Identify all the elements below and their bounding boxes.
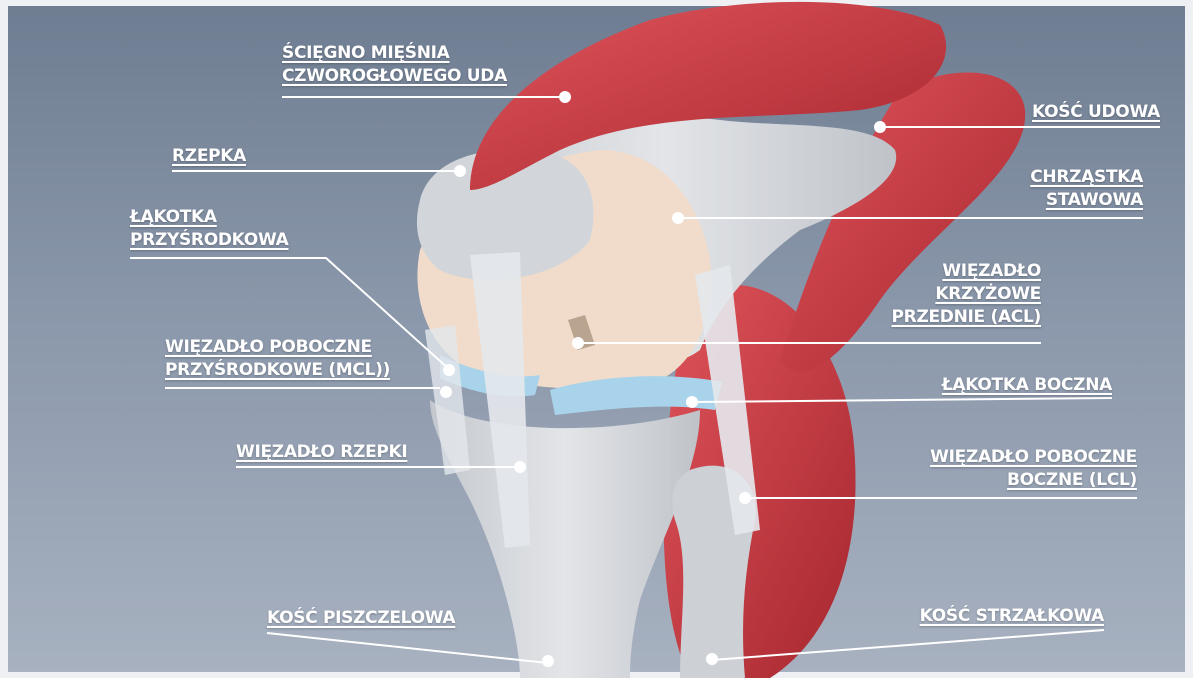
label-patellar-ligament: WIĘZADŁO RZEPKI bbox=[236, 441, 407, 464]
label-articular-cartilage: CHRZĄSTKA STAWOWA bbox=[1030, 166, 1143, 212]
label-fibula: KOŚĆ STRZAŁKOWA bbox=[920, 605, 1104, 628]
label-lcl: WIĘZADŁO POBOCZNE BOCZNE (LCL) bbox=[930, 446, 1137, 492]
label-medial-meniscus: ŁĄKOTKA PRZYŚRODKOWA bbox=[130, 206, 289, 252]
label-acl: WIĘZADŁO KRZYŻOWE PRZEDNIE (ACL) bbox=[892, 260, 1042, 329]
label-tibia: KOŚĆ PISZCZELOWA bbox=[267, 607, 455, 630]
label-femur: KOŚĆ UDOWA bbox=[1032, 101, 1160, 124]
label-patella: RZEPKA bbox=[172, 145, 246, 168]
label-mcl: WIĘZADŁO POBOCZNE PRZYŚRODKOWE (MCL)) bbox=[165, 336, 390, 382]
label-lateral-meniscus: ŁĄKOTKA BOCZNA bbox=[942, 374, 1112, 397]
tibia-bone bbox=[430, 400, 700, 678]
label-quadriceps-tendon: ŚCIĘGNO MIĘŚNIA CZWOROGŁOWEGO UDA bbox=[282, 42, 507, 88]
